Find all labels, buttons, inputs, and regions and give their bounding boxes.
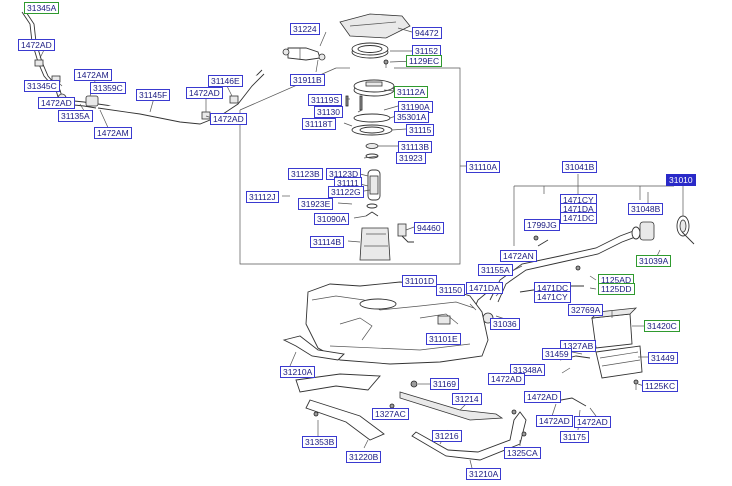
part-label-31923[interactable]: 31923 [396,152,426,164]
part-label-31175[interactable]: 31175 [560,431,590,443]
part-label-94460[interactable]: 94460 [414,222,444,234]
part-label-1472ad[interactable]: 1472AD [574,416,611,428]
part-label-31345c[interactable]: 31345C [24,80,60,92]
part-label-31224[interactable]: 31224 [290,23,320,35]
part-label-31112a[interactable]: 31112A [394,86,429,98]
part-label-31345a[interactable]: 31345A [24,2,60,14]
part-label-1472ad[interactable]: 1472AD [18,39,55,51]
part-label-31119s[interactable]: 31119S [308,94,343,106]
part-label-31118t[interactable]: 31118T [302,118,336,130]
part-label-32769a[interactable]: 32769A [568,304,604,316]
part-label-35301a[interactable]: 35301A [394,111,430,123]
part-label-31214[interactable]: 31214 [452,393,482,405]
part-label-1471dc[interactable]: 1471DC [560,212,598,224]
part-label-31155a[interactable]: 31155A [478,264,513,276]
part-label-1129ec[interactable]: 1129EC [406,55,443,67]
part-label-31039a[interactable]: 31039A [636,255,672,267]
part-label-31041b[interactable]: 31041B [562,161,598,173]
part-label-31420c[interactable]: 31420C [644,320,680,332]
part-label-31359c[interactable]: 31359C [90,82,126,94]
part-label-31101d[interactable]: 31101D [402,275,438,287]
part-label-31459[interactable]: 31459 [542,348,572,360]
part-label-31210a[interactable]: 31210A [280,366,316,378]
part-label-1472ad[interactable]: 1472AD [210,113,247,125]
part-label-31115[interactable]: 31115 [406,124,435,136]
part-label-1472am[interactable]: 1472AM [74,69,112,81]
access-cover [339,13,411,68]
part-label-1472ad[interactable]: 1472AD [186,87,223,99]
part-label-31911b[interactable]: 31911B [290,74,325,86]
part-label-31123b[interactable]: 31123B [288,168,323,180]
part-label-1325ca[interactable]: 1325CA [504,447,541,459]
part-label-31135a[interactable]: 31135A [58,110,93,122]
part-label-31090a[interactable]: 31090A [314,213,350,225]
part-label-31130[interactable]: 31130 [314,106,344,118]
part-label-1472ad[interactable]: 1472AD [536,415,573,427]
part-label-31220b[interactable]: 31220B [346,451,382,463]
part-label-1799jg[interactable]: 1799JG [524,219,560,231]
part-label-31036[interactable]: 31036 [490,318,520,330]
part-label-1471cy[interactable]: 1471CY [534,291,571,303]
part-label-1125dd[interactable]: 1125DD [598,283,635,295]
part-label-31145f[interactable]: 31145F [136,89,171,101]
part-label-31112j[interactable]: 31112J [246,191,279,203]
part-label-1125kc[interactable]: 1125KC [642,380,679,392]
part-label-94472[interactable]: 94472 [412,27,442,39]
part-label-31169[interactable]: 31169 [430,378,460,390]
part-label-31048b[interactable]: 31048B [628,203,664,215]
part-label-1472ad[interactable]: 1472AD [488,373,525,385]
part-label-31010[interactable]: 31010 [666,174,696,186]
part-label-31210a[interactable]: 31210A [466,468,502,480]
tank-straps [282,335,587,461]
part-label-1471da[interactable]: 1471DA [466,282,503,294]
fuel-filter [282,47,326,61]
part-label-31122g[interactable]: 31122G [328,186,364,198]
part-label-31449[interactable]: 31449 [648,352,678,364]
part-label-1472an[interactable]: 1472AN [500,250,537,262]
part-label-31150[interactable]: 31150 [436,284,466,296]
part-label-31923e[interactable]: 31923E [298,198,334,210]
part-label-1472ad[interactable]: 1472AD [38,97,75,109]
part-label-1472ad[interactable]: 1472AD [524,391,561,403]
part-label-1472am[interactable]: 1472AM [94,127,132,139]
pump-module-box [239,67,466,265]
part-label-31216[interactable]: 31216 [432,430,462,442]
part-label-1327ac[interactable]: 1327AC [372,408,409,420]
pump-module-parts [345,79,414,261]
part-label-31353b[interactable]: 31353B [302,436,338,448]
part-label-31101e[interactable]: 31101E [426,333,461,345]
part-label-31110a[interactable]: 31110A [466,161,501,173]
part-label-31114b[interactable]: 31114B [310,236,345,248]
part-label-31146e[interactable]: 31146E [208,75,243,87]
